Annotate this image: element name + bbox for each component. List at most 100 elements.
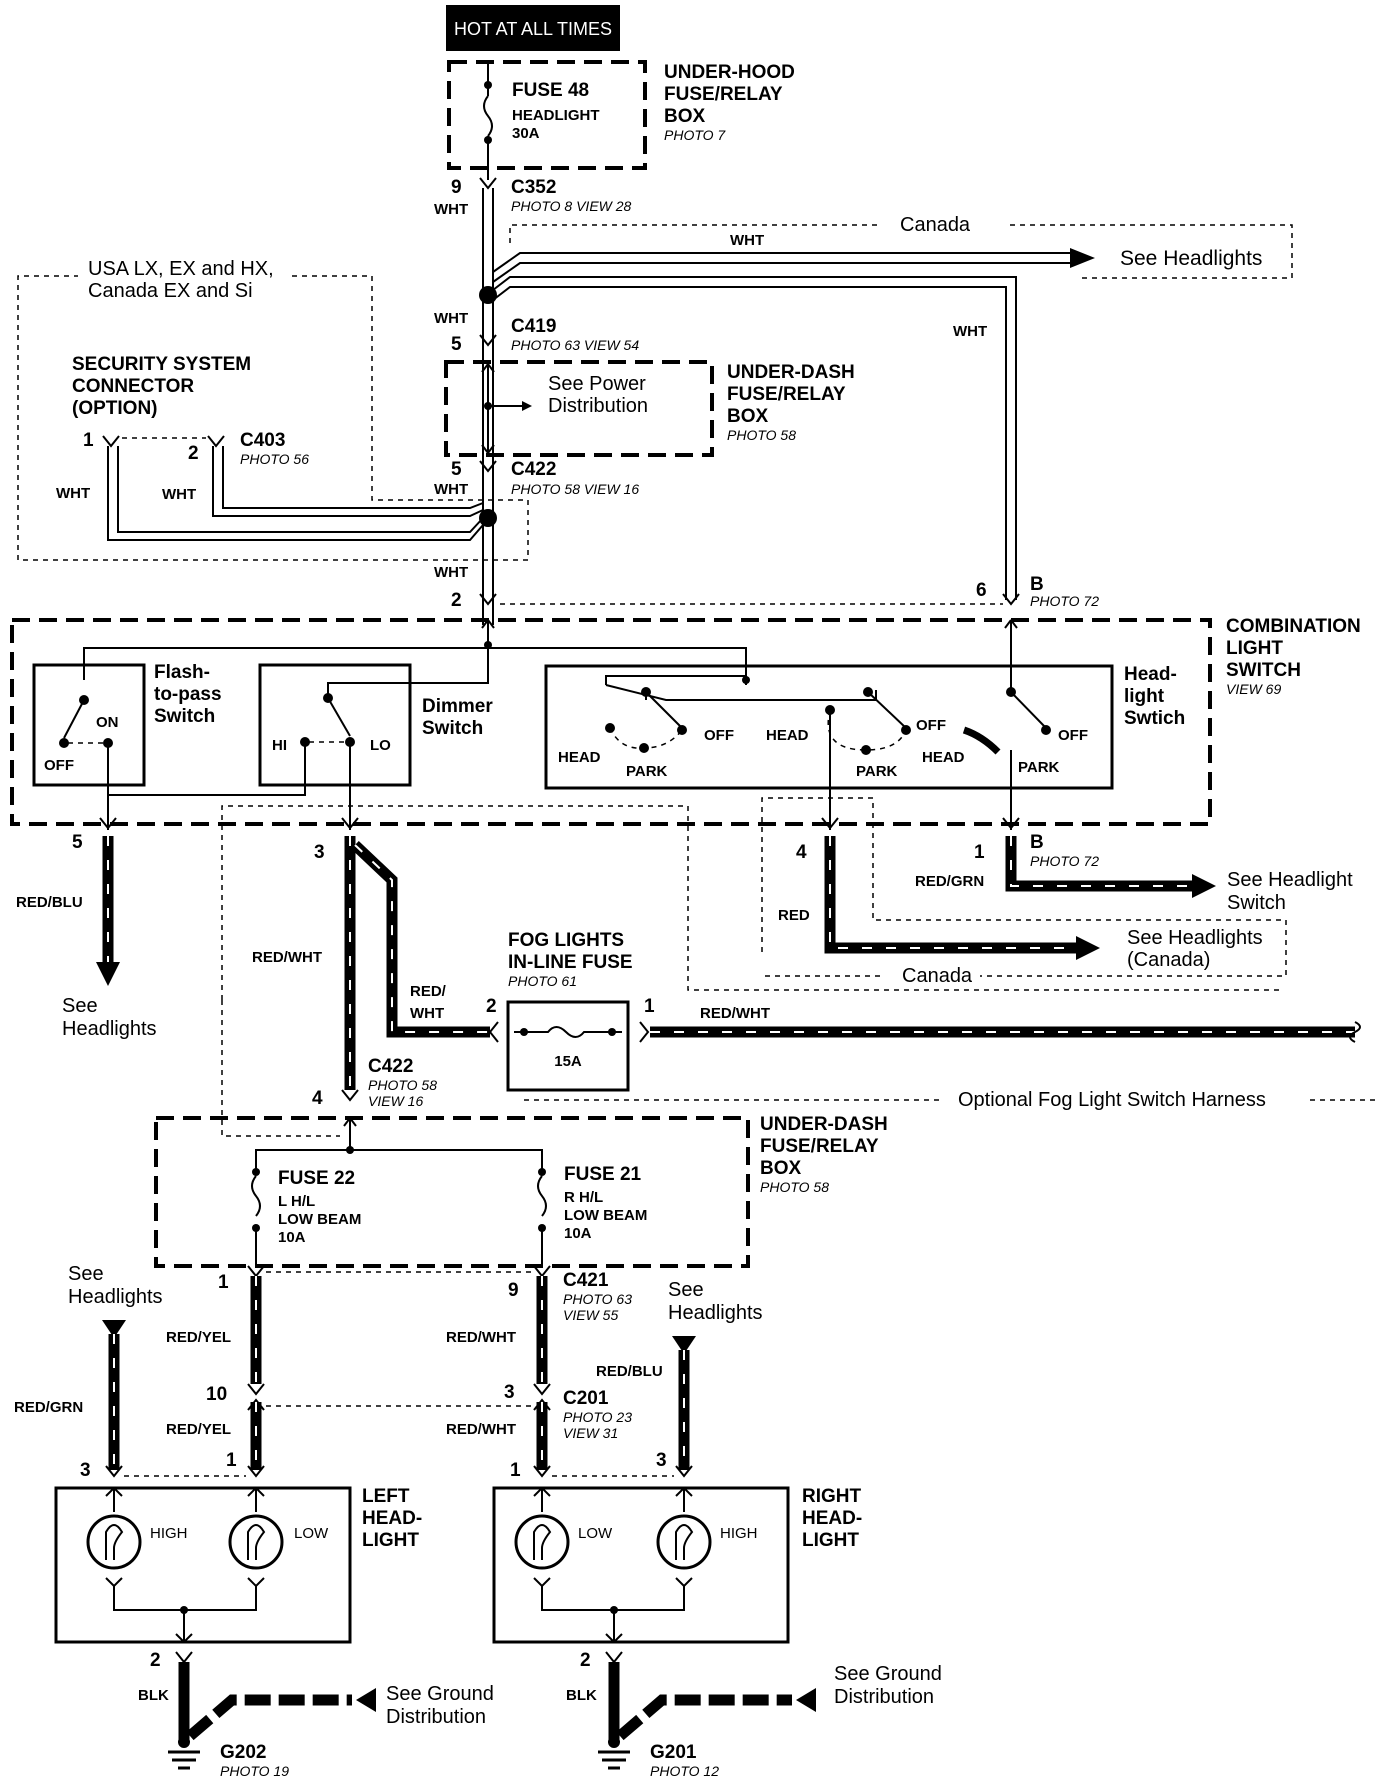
switch-pin-photo: PHOTO 72 bbox=[1030, 593, 1099, 609]
headsw-off-1: OFF bbox=[704, 727, 734, 744]
fuse22-name: FUSE 22 bbox=[278, 1168, 355, 1189]
c419-wire: WHT bbox=[434, 310, 468, 327]
right-pin-1: 1 bbox=[510, 1460, 521, 1481]
flash-title-3: Switch bbox=[154, 706, 215, 727]
underdash-top-title-1: UNDER-DASH bbox=[727, 362, 855, 383]
right-headlight bbox=[492, 1486, 790, 1644]
headsw-head-2: HEAD bbox=[766, 727, 809, 744]
c403-pin1: 1 bbox=[83, 430, 94, 451]
wht-lower-label: WHT bbox=[434, 564, 468, 581]
c403-name: C403 bbox=[240, 430, 285, 451]
see-headlights-canada-1: See Headlights bbox=[1127, 927, 1263, 949]
out-pin-1: 1 bbox=[974, 842, 985, 863]
underhood-title-3: BOX bbox=[664, 106, 706, 127]
canada-top-label: Canada bbox=[900, 214, 971, 236]
c201-pin10: 10 bbox=[206, 1384, 227, 1405]
right-high-label: HIGH bbox=[720, 1525, 758, 1542]
fuse22-d1: L H/L bbox=[278, 1193, 315, 1210]
flash-on: ON bbox=[96, 714, 119, 731]
c419-connector bbox=[479, 334, 497, 347]
underdash-top-photo: PHOTO 58 bbox=[727, 427, 796, 443]
see-headlights-rl-2: Headlights bbox=[668, 1302, 763, 1324]
see-headlights-left-1: See bbox=[62, 995, 98, 1017]
g201-photo: PHOTO 12 bbox=[650, 1763, 719, 1779]
ground-left-1: See Ground bbox=[386, 1683, 494, 1705]
c422-mid-name: C422 bbox=[368, 1056, 413, 1077]
right-pin-3: 3 bbox=[656, 1450, 667, 1471]
right-hl-title-1: RIGHT bbox=[802, 1486, 862, 1507]
out-pin-photo: PHOTO 72 bbox=[1030, 853, 1099, 869]
c421-view: VIEW 55 bbox=[563, 1307, 618, 1323]
right-low-bulb bbox=[514, 1514, 570, 1570]
fuse21-name: FUSE 21 bbox=[564, 1164, 642, 1185]
red-blu-right-label: RED/BLU bbox=[596, 1363, 663, 1380]
underdash-bottom-title-2: FUSE/RELAY bbox=[760, 1136, 879, 1157]
fuse21-d2: LOW BEAM bbox=[564, 1207, 647, 1224]
left-hl-title-1: LEFT bbox=[362, 1486, 410, 1507]
see-headlights-canada-2: (Canada) bbox=[1127, 949, 1210, 971]
red-wht-label: RED/WHT bbox=[252, 949, 322, 966]
underdash-top-box bbox=[444, 360, 714, 457]
see-headlight-switch-1: See Headlight bbox=[1227, 869, 1353, 891]
see-headlights-top-arrow bbox=[1070, 248, 1095, 268]
headsw-park-3: PARK bbox=[1018, 759, 1060, 776]
c422-top-wire: WHT bbox=[434, 481, 468, 498]
left-pin-2: 2 bbox=[150, 1650, 161, 1671]
c403-pin2: 2 bbox=[188, 443, 199, 464]
c403-connector-2 bbox=[207, 435, 225, 448]
g202-photo: PHOTO 19 bbox=[220, 1763, 289, 1779]
red-grn-left-label: RED/GRN bbox=[14, 1399, 83, 1416]
c352-wire: WHT bbox=[434, 201, 468, 218]
fuse48-rating: 30A bbox=[512, 125, 540, 142]
fuse21-rating: 10A bbox=[564, 1225, 592, 1242]
fuse48-symbol bbox=[483, 95, 493, 137]
underdash-bottom-photo: PHOTO 58 bbox=[760, 1179, 829, 1195]
see-headlights-ll-arrow bbox=[102, 1320, 126, 1338]
ground-right-2: Distribution bbox=[834, 1686, 934, 1708]
c422-top-pin: 5 bbox=[451, 459, 462, 480]
c422-mid-photo: PHOTO 58 bbox=[368, 1077, 437, 1093]
canada-top-region bbox=[509, 224, 1293, 279]
combination-light-switch bbox=[10, 618, 1212, 826]
out-pin-b: B bbox=[1030, 832, 1044, 853]
red-label: RED bbox=[778, 907, 810, 924]
headsw-off-2: OFF bbox=[916, 717, 946, 734]
underhood-title-1: UNDER-HOOD bbox=[664, 62, 795, 83]
switch-pin-6: 6 bbox=[976, 580, 987, 601]
c352-connector bbox=[479, 177, 497, 190]
red-yel-label: RED/YEL bbox=[166, 1329, 231, 1346]
hot-at-all-times-box bbox=[446, 5, 620, 51]
underdash-top-title-3: BOX bbox=[727, 406, 769, 427]
underdash-bottom-title-1: UNDER-DASH bbox=[760, 1114, 888, 1135]
c201-pin3: 3 bbox=[504, 1382, 515, 1403]
hot-at-all-times-label: HOT AT ALL TIMES bbox=[454, 19, 612, 39]
out-pin-4: 4 bbox=[796, 842, 807, 863]
c352-ref: PHOTO 8 VIEW 28 bbox=[511, 198, 632, 214]
c419-ref: PHOTO 63 VIEW 54 bbox=[511, 337, 639, 353]
c201-photo: PHOTO 23 bbox=[563, 1409, 632, 1425]
dimmer-title-1: Dimmer bbox=[422, 696, 493, 717]
combo-title-2: LIGHT bbox=[1226, 638, 1283, 659]
red-blu-label: RED/BLU bbox=[16, 894, 83, 911]
ground-left-arrow bbox=[356, 1688, 376, 1712]
flash-to-pass-switch bbox=[32, 663, 146, 787]
c422-mid-view: VIEW 16 bbox=[368, 1093, 423, 1109]
headsw-title-1: Head- bbox=[1124, 664, 1177, 685]
left-hl-title-2: HEAD- bbox=[362, 1508, 422, 1529]
dimmer-title-2: Switch bbox=[422, 718, 483, 739]
underdash-top-see-1: See Power bbox=[548, 373, 646, 395]
combo-view: VIEW 69 bbox=[1226, 681, 1281, 697]
splice-2 bbox=[479, 509, 497, 527]
see-headlight-switch-2: Switch bbox=[1227, 892, 1286, 914]
usa-note-1: USA LX, EX and HX, bbox=[88, 258, 274, 280]
c352-name: C352 bbox=[511, 177, 556, 198]
flash-title-2: to-pass bbox=[154, 684, 222, 705]
ground-right-arrow bbox=[796, 1688, 816, 1712]
flash-off: OFF bbox=[44, 757, 74, 774]
left-low-label: LOW bbox=[294, 1525, 329, 1542]
combo-title-1: COMBINATION bbox=[1226, 616, 1361, 637]
fuse48-dot-top bbox=[484, 81, 492, 89]
headsw-title-2: light bbox=[1124, 686, 1165, 707]
fog-pin2: 2 bbox=[486, 996, 497, 1017]
